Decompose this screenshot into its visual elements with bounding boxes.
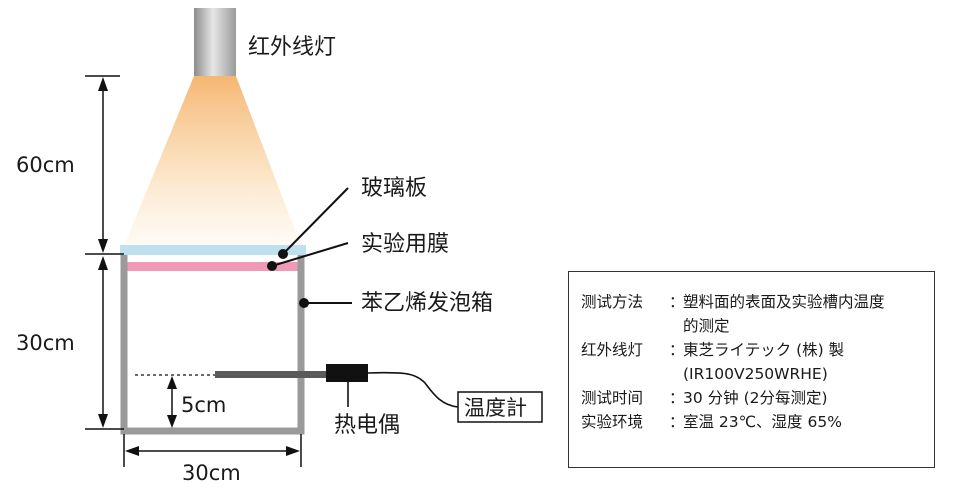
thermocouple-label: 热电偶 — [334, 413, 400, 438]
method-row-continued: 的测定 — [581, 314, 934, 338]
thermocouple-connector — [326, 364, 368, 382]
glass-plate-label: 玻璃板 — [361, 176, 427, 201]
time-key: 测试时间 — [581, 389, 644, 407]
dim-5-arrow-up — [167, 376, 177, 389]
dim-5-label: 5cm — [181, 393, 226, 417]
time-colon: ： — [669, 389, 685, 407]
glass-plate — [120, 245, 306, 255]
method-value-line1: 塑料面的表面及实验槽内温度 — [683, 293, 885, 311]
ir-lamp — [194, 8, 236, 76]
env-row: 实验环境 ： 室温 23℃、湿度 65% — [581, 410, 934, 434]
method-key: 测试方法 — [581, 293, 644, 311]
time-value: 30 分钟 (2分每测定) — [683, 389, 828, 407]
test-conditions-box: 测试方法 ： 塑料面的表面及实验槽内温度 的测定 红外线灯 ： 東芝ライテック … — [568, 271, 935, 468]
method-value-line2: 的测定 — [683, 317, 730, 335]
film-dot — [267, 261, 277, 271]
thermocouple-rod — [215, 371, 327, 378]
dim-30h-arrow-down — [98, 414, 108, 428]
dim-60-label: 60cm — [16, 153, 75, 177]
test-film-label: 实验用膜 — [361, 232, 449, 257]
env-value: 室温 23℃、湿度 65% — [683, 413, 842, 431]
thermocouple-cable — [367, 371, 459, 408]
glass-dot — [278, 249, 288, 259]
method-row: 测试方法 ： 塑料面的表面及实验槽内温度 — [581, 290, 934, 314]
thermometer-label: 温度計 — [464, 396, 527, 420]
dim-5-arrow-down — [167, 415, 177, 428]
lamp-value-line2: (IR100V250WRHE) — [683, 365, 828, 383]
method-colon: ： — [669, 293, 685, 311]
glass-leader — [282, 187, 349, 255]
lamp-row: 红外线灯 ： 東芝ライテック (株) 製 — [581, 338, 934, 362]
lamp-colon: ： — [669, 341, 685, 359]
dim-30-height-label: 30cm — [16, 331, 75, 355]
env-key: 实验环境 — [581, 413, 644, 431]
box-dot — [299, 298, 309, 308]
dim-30-width-label: 30cm — [182, 461, 241, 485]
dim-30h-arrow-up — [98, 256, 108, 270]
dim-60-arrow-up — [98, 77, 108, 91]
thermometer-box — [457, 391, 543, 423]
env-colon: ： — [669, 413, 685, 431]
dim-60-arrow-down — [98, 239, 108, 253]
foam-box-label: 苯乙烯发泡箱 — [361, 291, 493, 316]
lamp-key: 红外线灯 — [581, 341, 644, 359]
light-cone — [124, 76, 301, 246]
dim-30w-arrow-right — [286, 446, 300, 456]
dim-30w-arrow-left — [125, 446, 139, 456]
lamp-row-continued: (IR100V250WRHE) — [581, 362, 934, 386]
test-film — [127, 262, 301, 271]
time-row: 测试时间 ： 30 分钟 (2分每测定) — [581, 386, 934, 410]
foam-box — [120, 255, 305, 435]
film-leader — [271, 242, 349, 267]
ir-lamp-label: 红外线灯 — [248, 35, 336, 60]
lamp-value-line1: 東芝ライテック (株) 製 — [683, 341, 845, 359]
